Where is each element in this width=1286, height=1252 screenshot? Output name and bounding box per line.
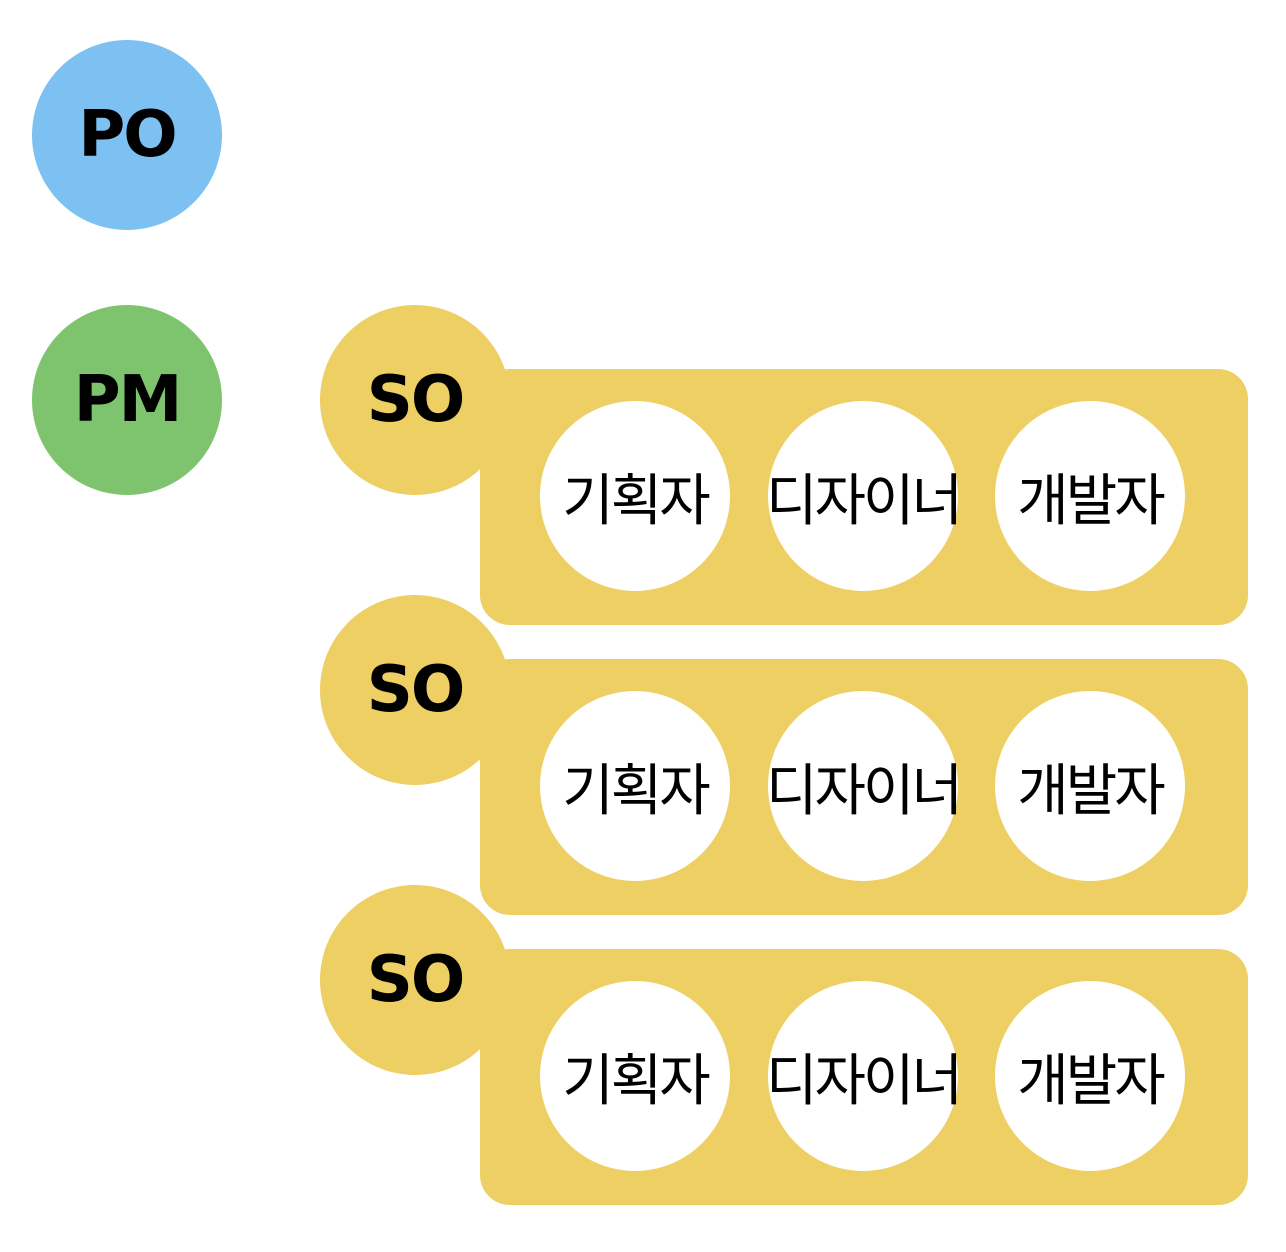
so-node: SO [320, 305, 510, 495]
member-developer: 개발자 [995, 401, 1185, 591]
po-node: PO [32, 40, 222, 230]
so-node: SO [320, 595, 510, 785]
member-planner: 기획자 [540, 401, 730, 591]
member-designer: 디자이너 [766, 691, 963, 881]
pm-node: PM [32, 305, 222, 495]
member-planner: 기획자 [540, 981, 730, 1171]
squad-group: SO 기획자 디자이너 개발자 [320, 595, 1250, 915]
member-designer: 디자이너 [766, 981, 963, 1171]
squad-group: SO 기획자 디자이너 개발자 [320, 305, 1250, 625]
squad-group: SO 기획자 디자이너 개발자 [320, 885, 1250, 1205]
member-developer: 개발자 [995, 691, 1185, 881]
member-designer: 디자이너 [766, 401, 963, 591]
so-node: SO [320, 885, 510, 1075]
member-planner: 기획자 [540, 691, 730, 881]
member-developer: 개발자 [995, 981, 1185, 1171]
